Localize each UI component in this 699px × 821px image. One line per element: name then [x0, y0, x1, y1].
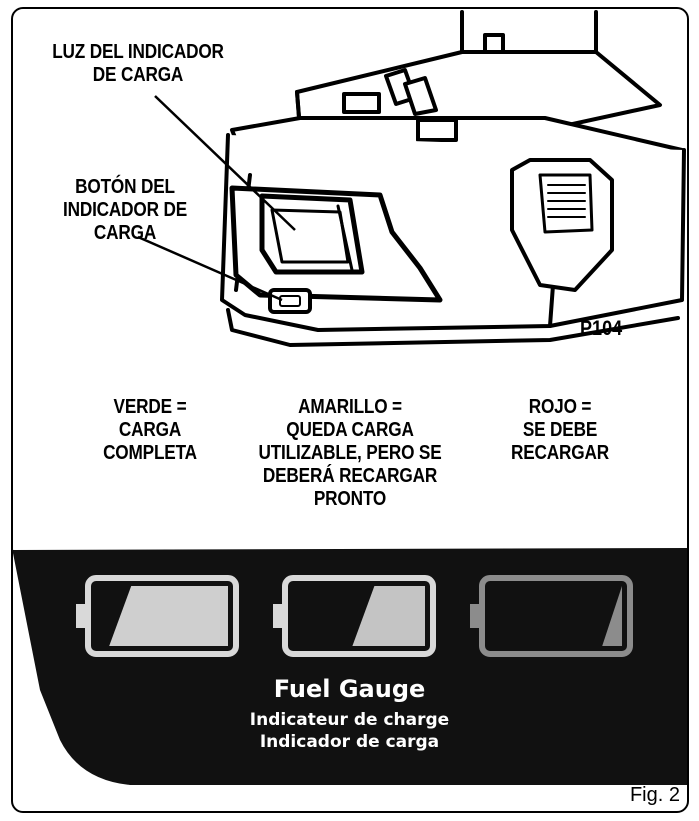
- legend-line: AMARILLO =: [298, 396, 402, 418]
- battery-charge-level: [602, 586, 622, 646]
- battery-terminal-icon: [470, 604, 480, 628]
- figure-frame: [11, 7, 689, 813]
- legend-line: SE DEBE: [522, 419, 598, 441]
- model-code: P104: [580, 317, 623, 340]
- legend-line: UTILIZABLE, PERO SE: [258, 442, 442, 464]
- indicator-light-callout: LUZ DEL INDICADOR DE CARGA: [35, 41, 241, 87]
- legend-green: VERDE = CARGA COMPLETA: [73, 396, 228, 465]
- legend-line: VERDE =: [113, 396, 187, 418]
- battery-terminal-icon: [76, 604, 86, 628]
- legend-line: ROJO =: [528, 396, 592, 418]
- legend-red: ROJO = SE DEBE RECARGAR: [496, 396, 625, 465]
- indicator-button-callout: BOTÓN DEL INDICADOR DE CARGA: [52, 176, 198, 245]
- battery-charge-level: [109, 586, 228, 646]
- battery-charge-level: [352, 586, 425, 646]
- legend-line: RECARGAR: [510, 442, 610, 464]
- fuel-gauge-subtitle-es: Indicador de carga: [259, 732, 440, 752]
- legend-yellow: AMARILLO = QUEDA CARGA UTILIZABLE, PERO …: [247, 396, 453, 511]
- callout-line: DE CARGA: [92, 64, 184, 86]
- fuel-gauge-icons: [76, 575, 633, 657]
- callout-line: LUZ DEL INDICADOR: [52, 41, 224, 63]
- legend-line: PRONTO: [313, 488, 387, 510]
- battery-low-icon: [479, 575, 633, 657]
- fuel-gauge-title: Fuel Gauge: [273, 675, 426, 703]
- legend-line: COMPLETA: [103, 442, 197, 464]
- callout-line: CARGA: [93, 222, 157, 244]
- battery-partial-icon: [282, 575, 436, 657]
- legend-line: DEBERÁ RECARGAR: [262, 465, 438, 487]
- fuel-gauge-subtitle-fr: Indicateur de charge: [249, 710, 450, 730]
- legend-line: CARGA: [118, 419, 182, 441]
- legend-line: QUEDA CARGA: [286, 419, 414, 441]
- callout-line: INDICADOR DE: [62, 199, 188, 221]
- battery-full-icon: [85, 575, 239, 657]
- battery-terminal-icon: [273, 604, 283, 628]
- figure-label: Fig. 2: [629, 784, 680, 806]
- callout-line: BOTÓN DEL: [75, 176, 175, 198]
